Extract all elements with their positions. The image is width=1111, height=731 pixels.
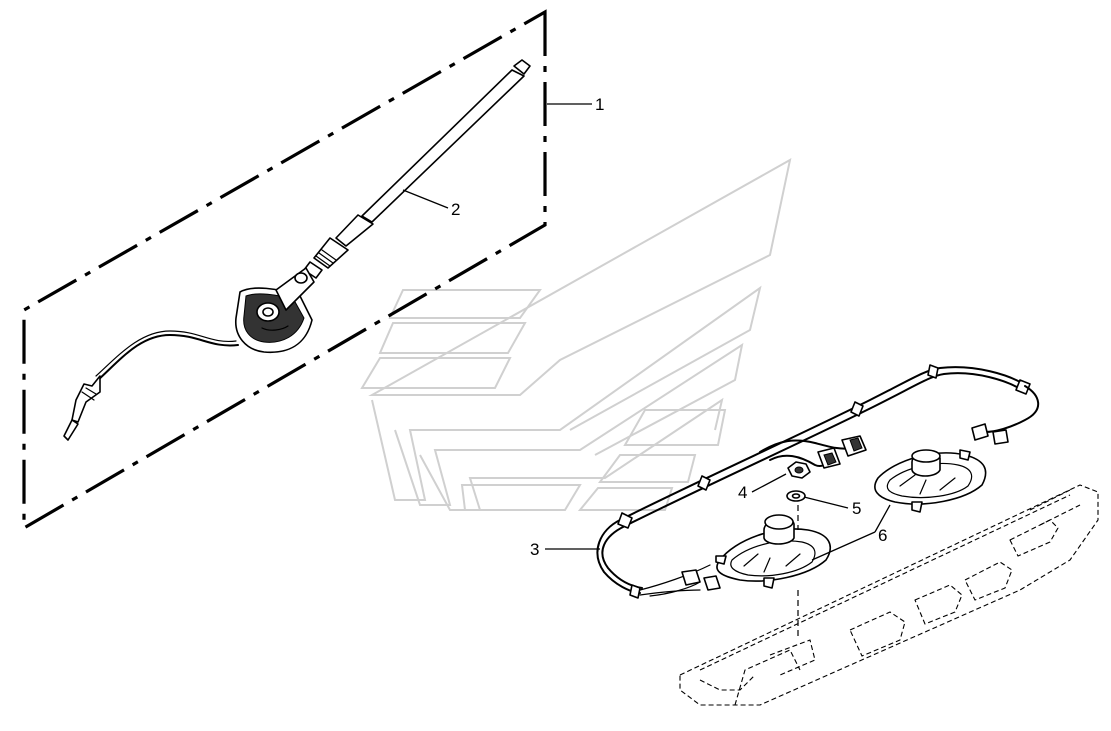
callout-2: 2 (451, 200, 460, 219)
speaker-harness (596, 364, 1040, 599)
antenna-mast (303, 59, 531, 279)
speaker-left (715, 514, 831, 589)
speaker-right (874, 449, 987, 513)
washer (786, 490, 806, 502)
nut (787, 461, 811, 479)
antenna-cable (63, 330, 239, 441)
callout-6: 6 (878, 526, 887, 545)
callout-3: 3 (530, 540, 539, 559)
callout-1: 1 (595, 95, 604, 114)
leader-lines (402, 103, 891, 561)
vehicle-panel (679, 484, 1099, 706)
callout-4: 4 (738, 483, 747, 502)
callout-5: 5 (852, 499, 861, 518)
watermark-logo (360, 158, 792, 511)
antenna-base (235, 267, 315, 354)
antenna-kit-dashed-boundary (22, 9, 547, 531)
